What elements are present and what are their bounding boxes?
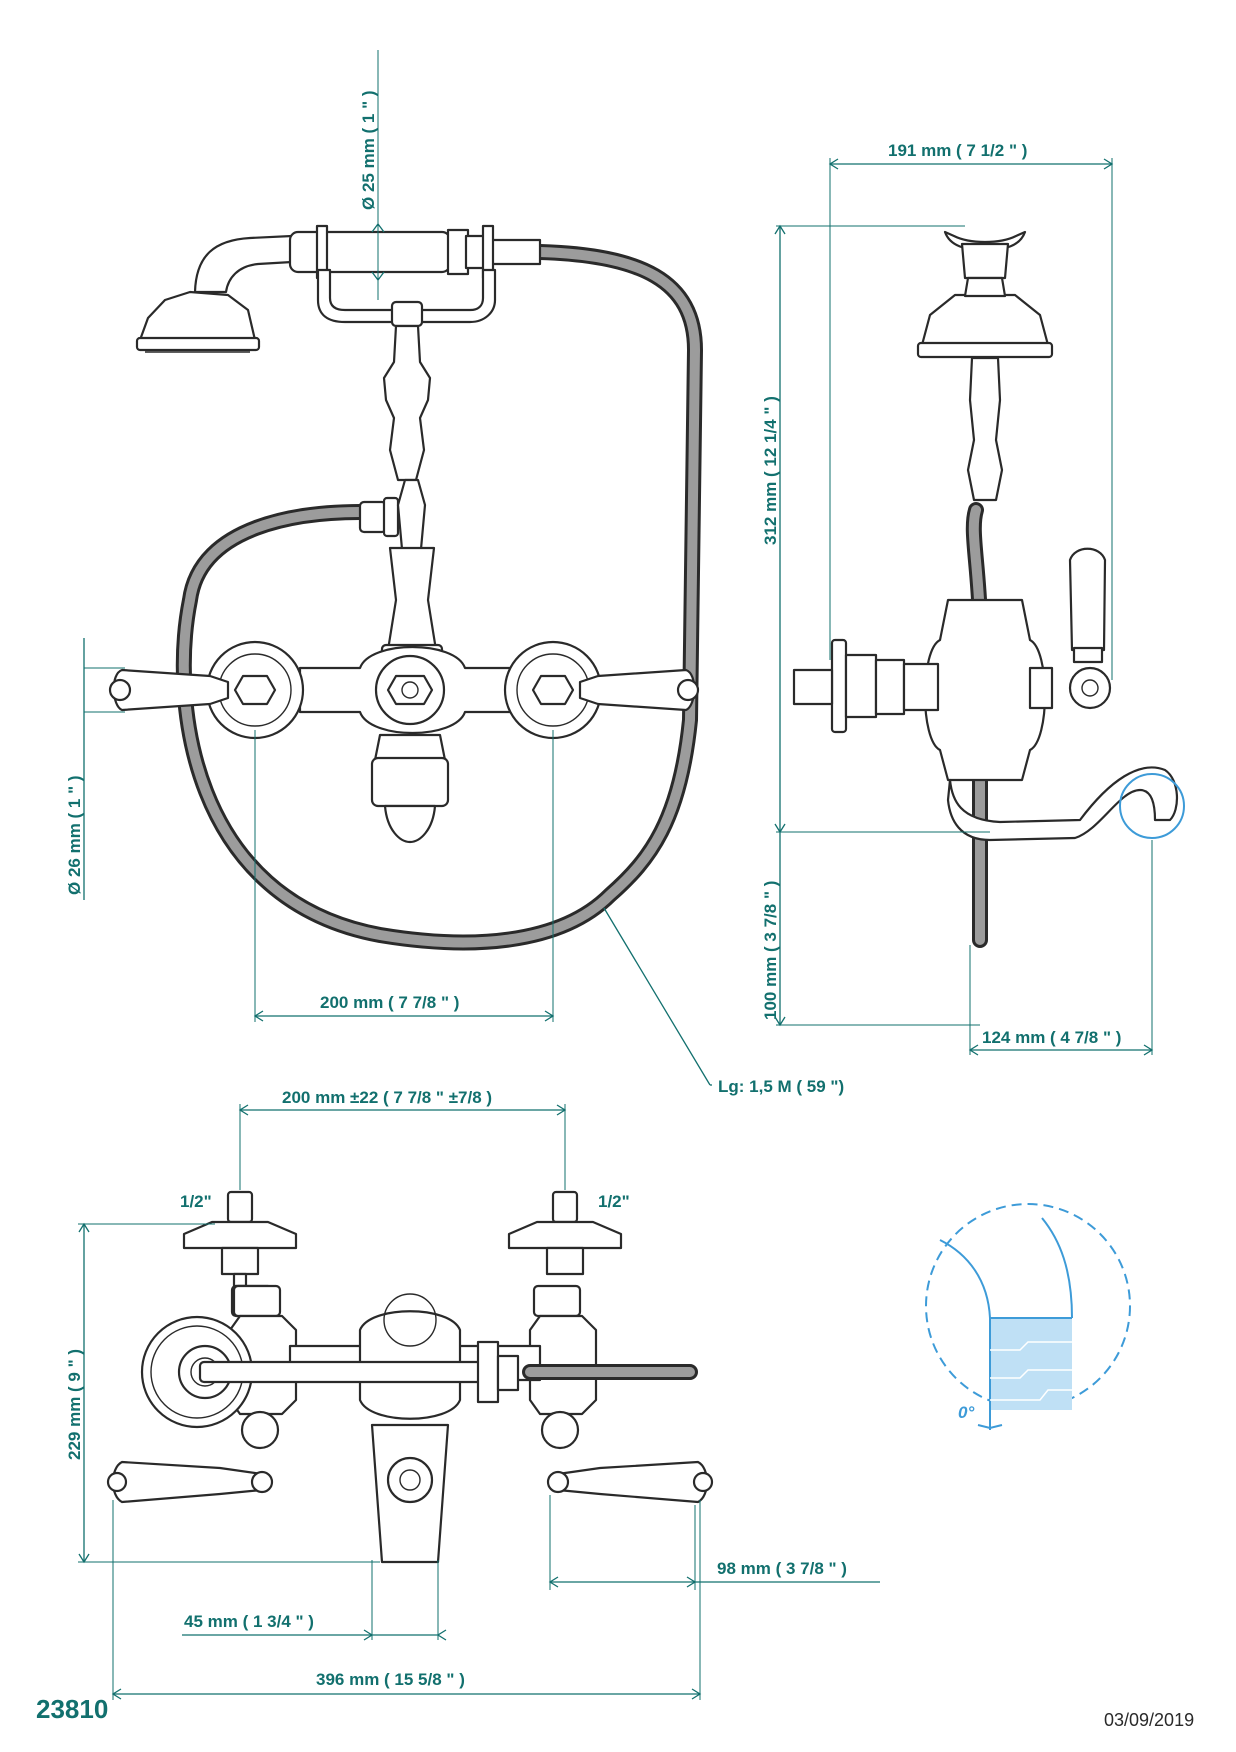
shower-holder [316,268,497,482]
dim-side-depth: 191 mm ( 7 1/2 " ) [828,141,1114,680]
dim-shower-diameter: Ø 25 mm ( 1 " ) [359,50,385,300]
dim-top-width-label: 396 mm ( 15 5/8 " ) [316,1670,465,1689]
detail-angle-label: 0° [958,1403,974,1422]
dim-top-depth-label: 229 mm ( 9 " ) [65,1349,84,1460]
thread-left-label: 1/2" [180,1192,212,1211]
dim-shower-diameter-label: Ø 25 mm ( 1 " ) [359,90,378,210]
diverter-lever [380,546,444,663]
dim-top-handle-offset: 98 mm ( 3 7/8 " ) [548,1495,880,1590]
dim-handle-spacing: 200 mm ( 7 7/8 " ) [253,730,555,1022]
spout-detail: 0° [925,1203,1131,1430]
dim-side-spout-height-label: 100 mm ( 3 7/8 " ) [761,881,780,1020]
dim-top-handle-offset-label: 98 mm ( 3 7/8 " ) [717,1559,847,1578]
dim-outlet-diameter-label: Ø 26 mm ( 1 " ) [65,775,84,895]
product-code: 23810 [36,1694,108,1724]
side-detail-marker [1119,773,1185,839]
dim-side-spout-reach-label: 124 mm ( 4 7/8 " ) [982,1028,1121,1047]
shower-hose [175,244,704,951]
dim-top-spout-offset: 45 mm ( 1 3/4 " ) [182,1560,447,1641]
dim-outlet-diameter: Ø 26 mm ( 1 " ) [65,638,125,900]
side-body [792,547,1178,842]
side-riser [966,356,1004,502]
top-spout [370,1423,450,1564]
left-handle [108,640,305,740]
right-handle [503,640,700,740]
top-left-handle [106,1410,280,1504]
hand-shower [135,224,542,353]
hose-length-callout: Lg: 1,5 M ( 59 ") [603,907,844,1096]
hose-connector [358,478,427,562]
top-right-handle [540,1410,714,1504]
side-view: 191 mm ( 7 1/2 " ) 312 mm ( 12 1/4 " ) 1… [761,141,1185,1056]
side-shower-head [916,230,1054,359]
dim-top-width: 396 mm ( 15 5/8 " ) [111,1500,702,1700]
dim-side-depth-label: 191 mm ( 7 1/2 " ) [888,141,1027,160]
dim-handle-spacing-label: 200 mm ( 7 7/8 " ) [320,993,459,1012]
mixer-body [298,646,522,844]
front-view: Ø 25 mm ( 1 " ) Ø 26 mm ( 1 " ) 200 mm (… [65,50,844,1096]
dim-top-centers: 200 mm ±22 ( 7 7/8 " ±7/8 ) [238,1088,567,1190]
drawing-date: 03/09/2019 [1104,1710,1194,1730]
hose-length-label: Lg: 1,5 M ( 59 ") [718,1077,844,1096]
thread-right-label: 1/2" [598,1192,630,1211]
dim-top-centers-label: 200 mm ±22 ( 7 7/8 " ±7/8 ) [282,1088,492,1107]
dim-side-height-label: 312 mm ( 12 1/4 " ) [761,396,780,545]
dim-side-spout-reach: 124 mm ( 4 7/8 " ) [968,840,1154,1056]
top-view: 200 mm ±22 ( 7 7/8 " ±7/8 ) 1/2" 1/2" 22… [65,1088,880,1700]
top-shower-rod [198,1340,698,1404]
dim-top-spout-offset-label: 45 mm ( 1 3/4 " ) [184,1612,314,1631]
dim-side-spout-height: 100 mm ( 3 7/8 " ) [761,832,980,1027]
dim-top-depth: 229 mm ( 9 " ) [65,1222,380,1564]
